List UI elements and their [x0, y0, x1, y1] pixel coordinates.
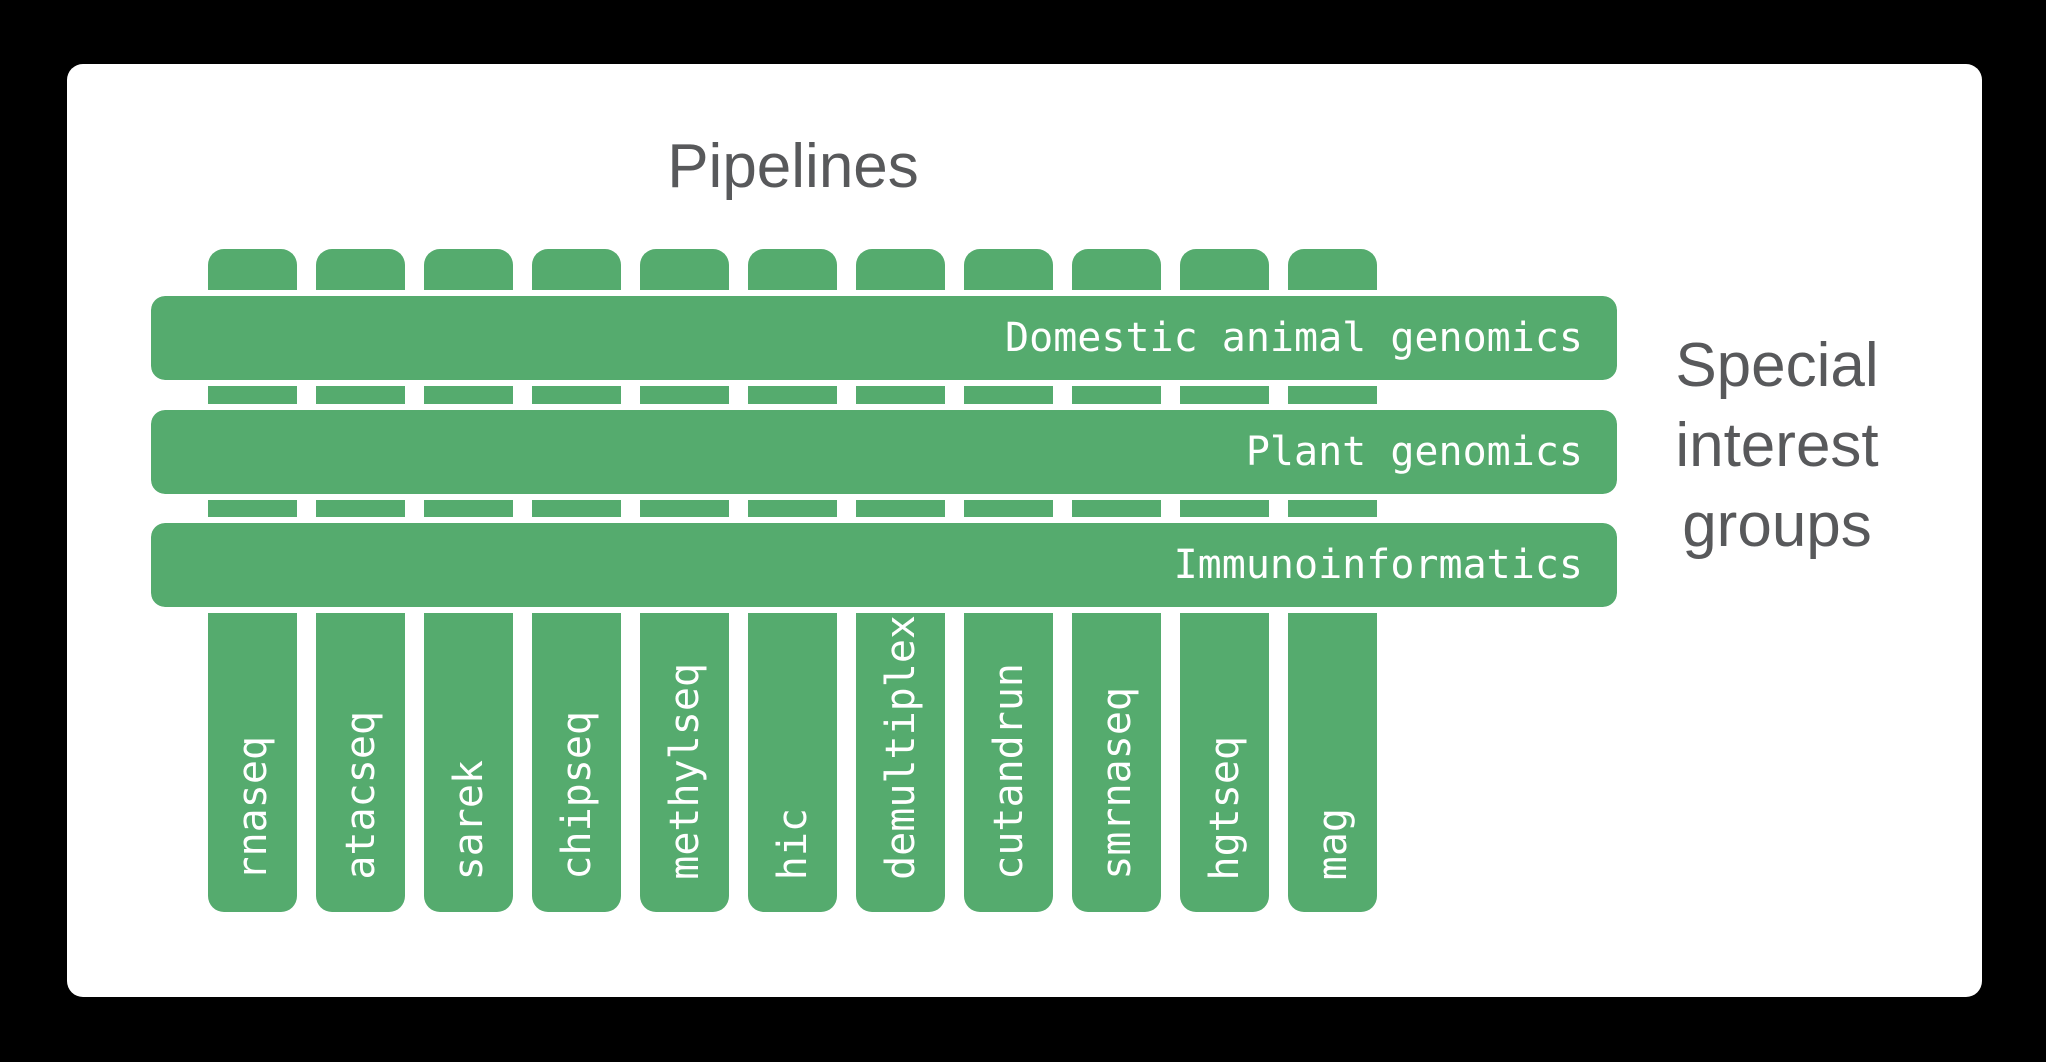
pipeline-label: sarek — [445, 759, 492, 880]
pipeline-label: chipseq — [553, 711, 600, 880]
pipeline-label: atacseq — [337, 711, 384, 880]
pipeline-label: cutandrun — [985, 663, 1032, 880]
side-label-line-1: Special — [1675, 331, 1879, 400]
pipelines-title: Pipelines — [667, 132, 919, 201]
pipeline-label: hic — [769, 807, 816, 880]
sig-bar: Immunoinformatics — [145, 517, 1623, 613]
diagram-card: Pipelines rnaseq atacseq sarek chipseq methy… — [67, 64, 1982, 997]
side-label-line-2: interest — [1675, 411, 1879, 480]
pipeline-label: mag — [1309, 807, 1356, 880]
sig-bar: Domestic animal genomics — [145, 290, 1623, 386]
sig-bar: Plant genomics — [145, 404, 1623, 500]
side-label-line-3: groups — [1682, 491, 1872, 560]
pipeline-label: smrnaseq — [1093, 687, 1140, 880]
pipeline-label: rnaseq — [229, 735, 276, 881]
pipeline-label: demultiplex — [877, 615, 924, 880]
special-interest-groups-label: Special interest groups — [1577, 326, 1977, 566]
pipeline-label: methylseq — [661, 663, 708, 880]
pipeline-label: hgtseq — [1201, 735, 1248, 881]
